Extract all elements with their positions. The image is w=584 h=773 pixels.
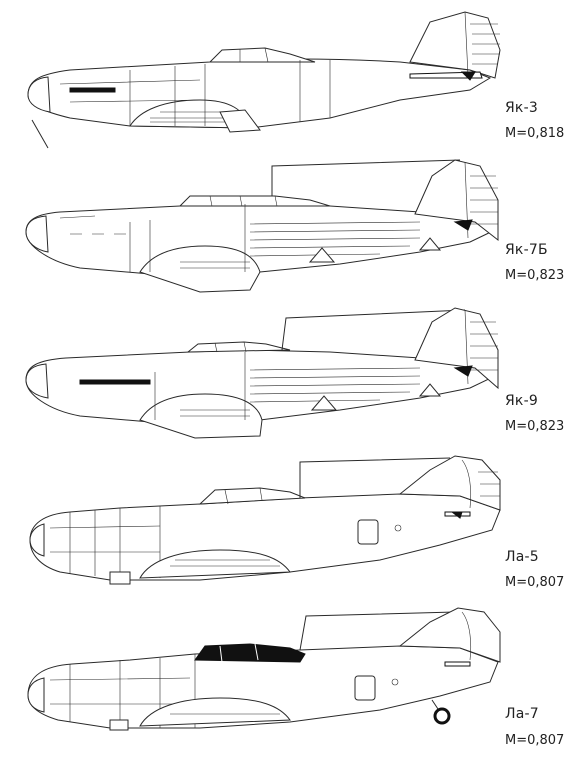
la-5-drawing	[29, 455, 501, 585]
aircraft-label-yak-9: Як-9	[505, 393, 538, 409]
aircraft-label-yak-3: Як-3	[505, 100, 538, 116]
mach-label-la-5: М=0,807	[505, 575, 565, 590]
yak-7b-drawing	[25, 159, 499, 293]
yak-9-drawing	[25, 307, 499, 439]
mach-label-yak-9: М=0,823	[505, 419, 565, 434]
aircraft-label-yak-7b: Як-7Б	[505, 242, 548, 258]
aircraft-label-la-5: Ла-5	[505, 549, 539, 565]
mach-label-la-7: М=0,807	[505, 733, 565, 748]
mach-label-yak-3: М=0,818	[505, 126, 565, 141]
aircraft-label-la-7: Ла-7	[505, 706, 539, 722]
la-7-drawing	[27, 607, 501, 731]
mach-label-yak-7b: М=0,823	[505, 268, 565, 283]
yak-3-drawing	[27, 11, 501, 149]
